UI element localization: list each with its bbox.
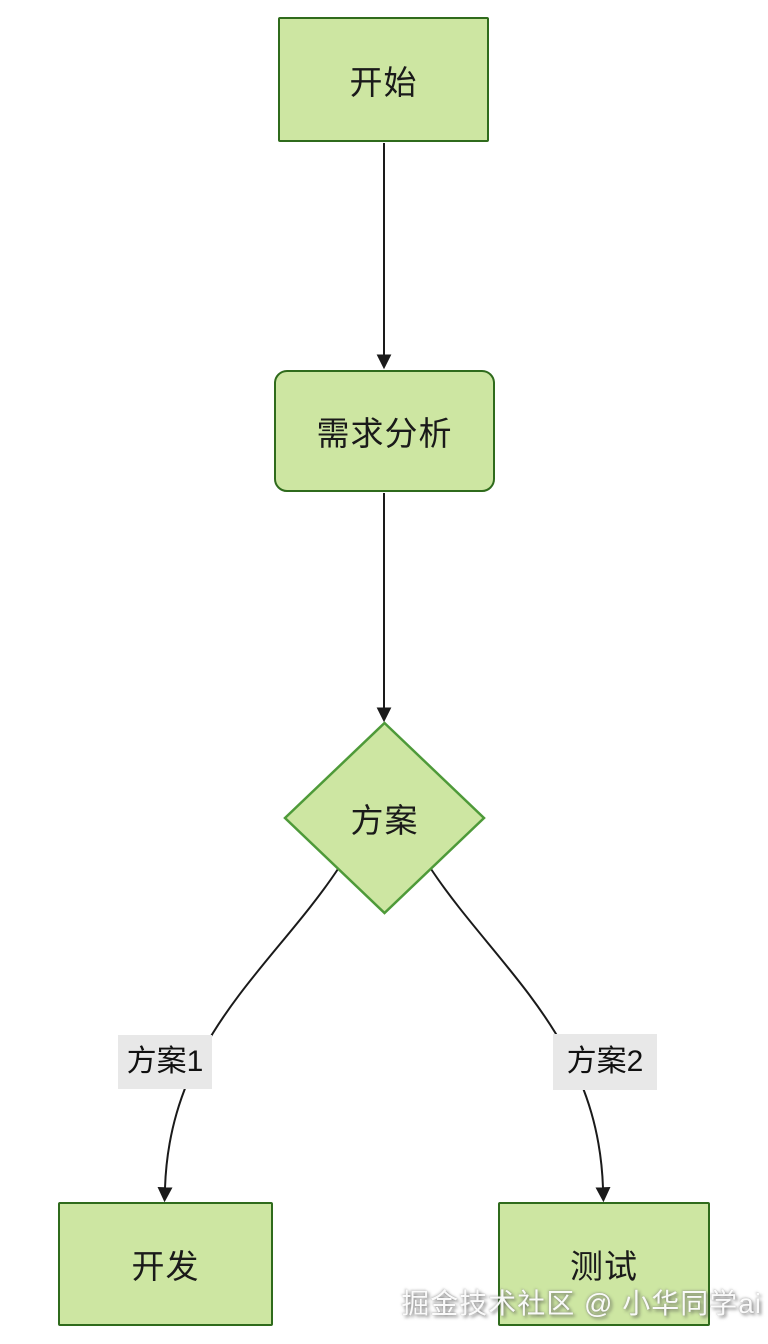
node-start-label: 开始	[349, 63, 418, 101]
node-development-label: 开发	[131, 1248, 200, 1285]
edge-label-option1-text: 方案1	[126, 1045, 204, 1078]
node-testing-label: 测试	[570, 1248, 638, 1285]
edge-decision-dev	[157, 868, 339, 1203]
edge-label-option2-text: 方案2	[566, 1045, 644, 1078]
node-decision[interactable]: 方案	[285, 723, 484, 913]
edge-label-option1: 方案1	[118, 1035, 212, 1089]
decision-diamond-shape	[283, 721, 486, 915]
node-decision-label: 方案	[350, 802, 419, 839]
edge-decision-test	[430, 868, 611, 1203]
edge-label-option2: 方案2	[553, 1034, 657, 1090]
node-requirement-analysis[interactable]: 需求分析	[274, 370, 495, 492]
node-requirement-analysis-label: 需求分析	[316, 415, 453, 452]
node-start[interactable]: 开始	[278, 17, 489, 142]
node-testing[interactable]: 测试	[498, 1202, 710, 1326]
node-development[interactable]: 开发	[58, 1202, 273, 1326]
